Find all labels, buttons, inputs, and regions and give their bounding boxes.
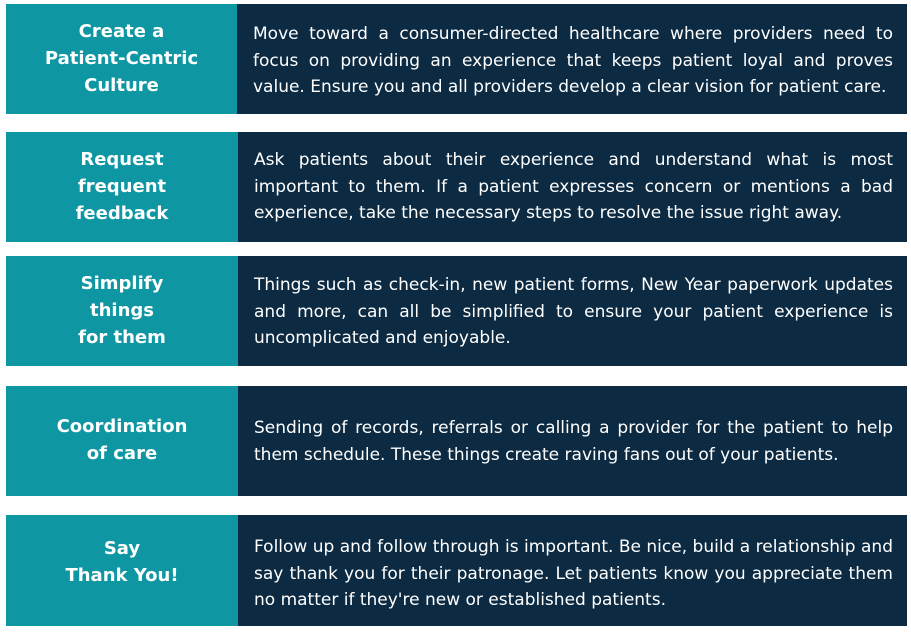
row-simplify-things: Simplify things for them Things such as … [6, 256, 907, 366]
row-description: Sending of records, referrals or calling… [254, 418, 893, 465]
row-description: Follow up and follow through is importan… [254, 537, 893, 610]
row-title-box: Say Thank You! [6, 515, 238, 626]
row-request-feedback: Request frequent feedback Ask patients a… [6, 132, 907, 242]
row-description-box: Ask patients about their experience and … [238, 132, 907, 242]
row-say-thank-you: Say Thank You! Follow up and follow thro… [6, 515, 907, 626]
row-title: Say Thank You! [65, 538, 179, 586]
row-description-box: Sending of records, referrals or calling… [238, 386, 907, 496]
row-description: Ask patients about their experience and … [254, 150, 893, 223]
row-description: Move toward a consumer-directed healthca… [253, 24, 893, 97]
row-title: Coordination of care [56, 416, 188, 464]
row-patient-centric-culture: Create a Patient-Centric Culture Move to… [6, 4, 907, 114]
row-title-box: Request frequent feedback [6, 132, 238, 242]
row-title: Request frequent feedback [75, 149, 169, 224]
row-title-box: Create a Patient-Centric Culture [6, 4, 237, 114]
row-description-box: Move toward a consumer-directed healthca… [237, 4, 907, 114]
row-title-box: Simplify things for them [6, 256, 238, 366]
row-description-box: Follow up and follow through is importan… [238, 515, 907, 626]
row-title: Simplify things for them [78, 273, 166, 348]
row-description-box: Things such as check-in, new patient for… [238, 256, 907, 366]
row-title-box: Coordination of care [6, 386, 238, 496]
row-description: Things such as check-in, new patient for… [254, 275, 893, 348]
row-coordination-of-care: Coordination of care Sending of records,… [6, 386, 907, 496]
row-title: Create a Patient-Centric Culture [44, 21, 199, 96]
